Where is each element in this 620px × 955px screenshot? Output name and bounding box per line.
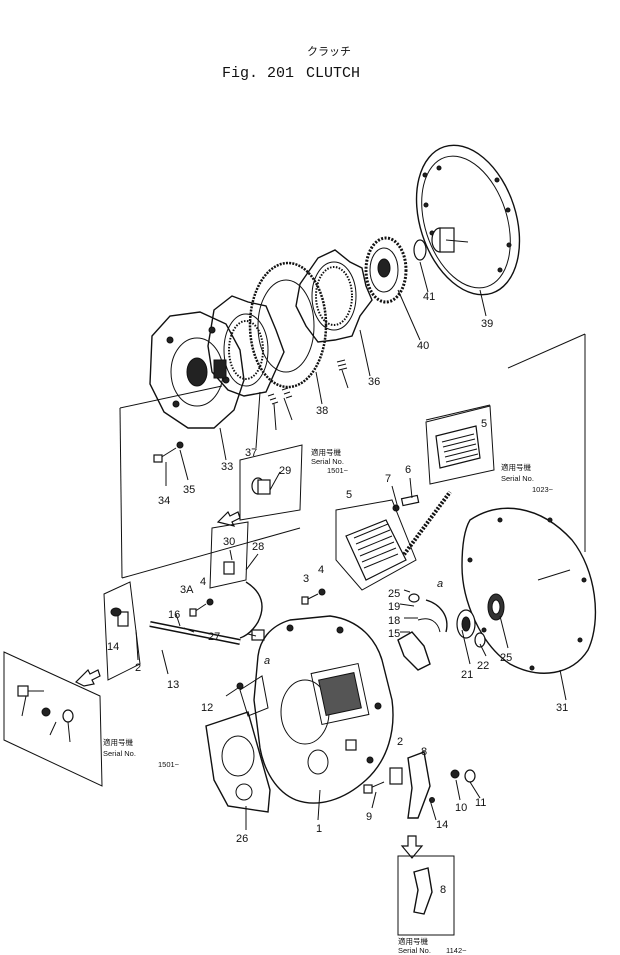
label-25-lower: 30	[223, 536, 235, 548]
part-37-38-springs	[267, 359, 348, 405]
connector-rod	[398, 490, 452, 562]
serial-note-4: 適用号機 Serial No. 1142~	[398, 936, 467, 955]
part-3-4-bolts	[189, 588, 326, 617]
svg-text:1142~: 1142~	[446, 946, 467, 955]
part-26-gasket	[205, 711, 271, 813]
svg-text:適用号機: 適用号機	[398, 936, 428, 946]
part-1-housing	[239, 615, 394, 804]
label-alpha-right: a	[437, 578, 443, 590]
arrow-down-icon	[400, 835, 424, 859]
part-36-bearing	[431, 227, 455, 253]
svg-text:適用号機: 適用号機	[311, 447, 341, 457]
label-30: 35	[183, 484, 195, 496]
label-9: 9	[366, 811, 372, 823]
label-28: 33	[221, 461, 233, 473]
part-19-22-seal	[408, 593, 505, 648]
label-21: 25	[388, 588, 400, 600]
label-34: 40	[417, 340, 429, 352]
figure-number: Fig. 201	[222, 65, 294, 82]
svg-text:適用号機: 適用号機	[103, 737, 133, 747]
label-20: 22	[477, 660, 489, 672]
label-33: 39	[481, 318, 493, 330]
part-28-clutch-body	[149, 311, 245, 429]
part-5-cover	[335, 499, 417, 591]
part-24-25-box	[209, 521, 263, 639]
svg-text:適用号機: 適用号機	[501, 462, 531, 472]
serial-box-upper	[239, 444, 303, 521]
label-6: 6	[405, 464, 411, 476]
arrow-icon	[216, 510, 241, 527]
label-14-left: 14	[107, 641, 119, 653]
label-25-upper: 29	[279, 465, 291, 477]
part-32-disc	[248, 261, 328, 389]
figure-title: CLUTCH	[306, 65, 360, 82]
label-8-lower: 8	[440, 884, 446, 896]
label-5-center: 5	[346, 489, 352, 501]
label-31-left: 37	[245, 447, 257, 459]
leader-lines	[21, 239, 567, 830]
label-alpha-left: a	[264, 655, 270, 667]
serial-box-bottom	[397, 855, 455, 936]
serial-note-2: 適用号機 Serial No. 1023~	[501, 462, 554, 494]
label-15: 15	[388, 628, 400, 640]
part-number-labels: 41 39 40 36 38 37 33 34 35 29 30 28 5 7 …	[107, 291, 568, 896]
part-5-plate-box	[425, 405, 495, 485]
svg-text:Serial No.: Serial No.	[398, 946, 431, 955]
label-16: 16	[168, 609, 180, 621]
label-4-left: 4	[200, 576, 206, 588]
svg-text:Serial No.: Serial No.	[103, 749, 136, 758]
serial-note-1: 適用号機 Serial No. 1501~	[311, 447, 349, 475]
part-27-gasket	[461, 507, 597, 674]
label-22: 25	[500, 652, 512, 664]
svg-text:1501~: 1501~	[327, 466, 349, 475]
label-31-right: 36	[368, 376, 380, 388]
label-18: 19	[388, 601, 400, 613]
label-24: 28	[252, 541, 264, 553]
label-4-right: 4	[318, 564, 324, 576]
label-3-right: 3	[303, 573, 309, 585]
label-26: 26	[236, 833, 248, 845]
label-8-upper: 8	[421, 746, 427, 758]
svg-text:1501~: 1501~	[158, 760, 180, 769]
part-35-ring	[413, 239, 427, 261]
label-13: 13	[167, 679, 179, 691]
label-2-right: 2	[397, 736, 403, 748]
part-31-plate-left	[207, 295, 285, 397]
label-11: 11	[475, 797, 486, 809]
part-13-shaft	[103, 581, 241, 681]
part-12-bolt	[225, 682, 244, 697]
label-17: 18	[388, 615, 400, 627]
label-1: 1	[316, 823, 322, 835]
svg-text:1023~: 1023~	[532, 485, 554, 494]
title-kana: クラッチ	[307, 45, 351, 58]
part-15-17-fork	[397, 599, 448, 671]
label-32: 38	[316, 405, 328, 417]
label-19: 21	[461, 669, 473, 681]
svg-text:Serial No.: Serial No.	[311, 457, 344, 466]
label-7: 7	[385, 473, 391, 485]
label-10: 10	[455, 802, 467, 814]
label-27: 31	[556, 702, 568, 714]
part-29-30-bolt	[153, 441, 184, 463]
svg-text:Serial No.: Serial No.	[501, 474, 534, 483]
label-29: 34	[158, 495, 170, 507]
label-5-upper: 5	[481, 418, 487, 430]
serial-box-lower-left	[3, 651, 103, 787]
serial-note-3: 適用号機 Serial No. 1501~	[103, 737, 180, 769]
part-34-gear	[364, 236, 408, 304]
part-8-lever	[363, 751, 476, 819]
part-31-plate-right	[295, 249, 373, 343]
label-14-right: 14	[436, 819, 448, 831]
label-12: 12	[201, 702, 213, 714]
label-23: 27	[208, 631, 220, 643]
label-35: 41	[423, 291, 435, 303]
label-2-left: 2	[135, 662, 141, 674]
part-33-cover	[415, 144, 521, 296]
label-3A: 3A	[180, 584, 194, 596]
